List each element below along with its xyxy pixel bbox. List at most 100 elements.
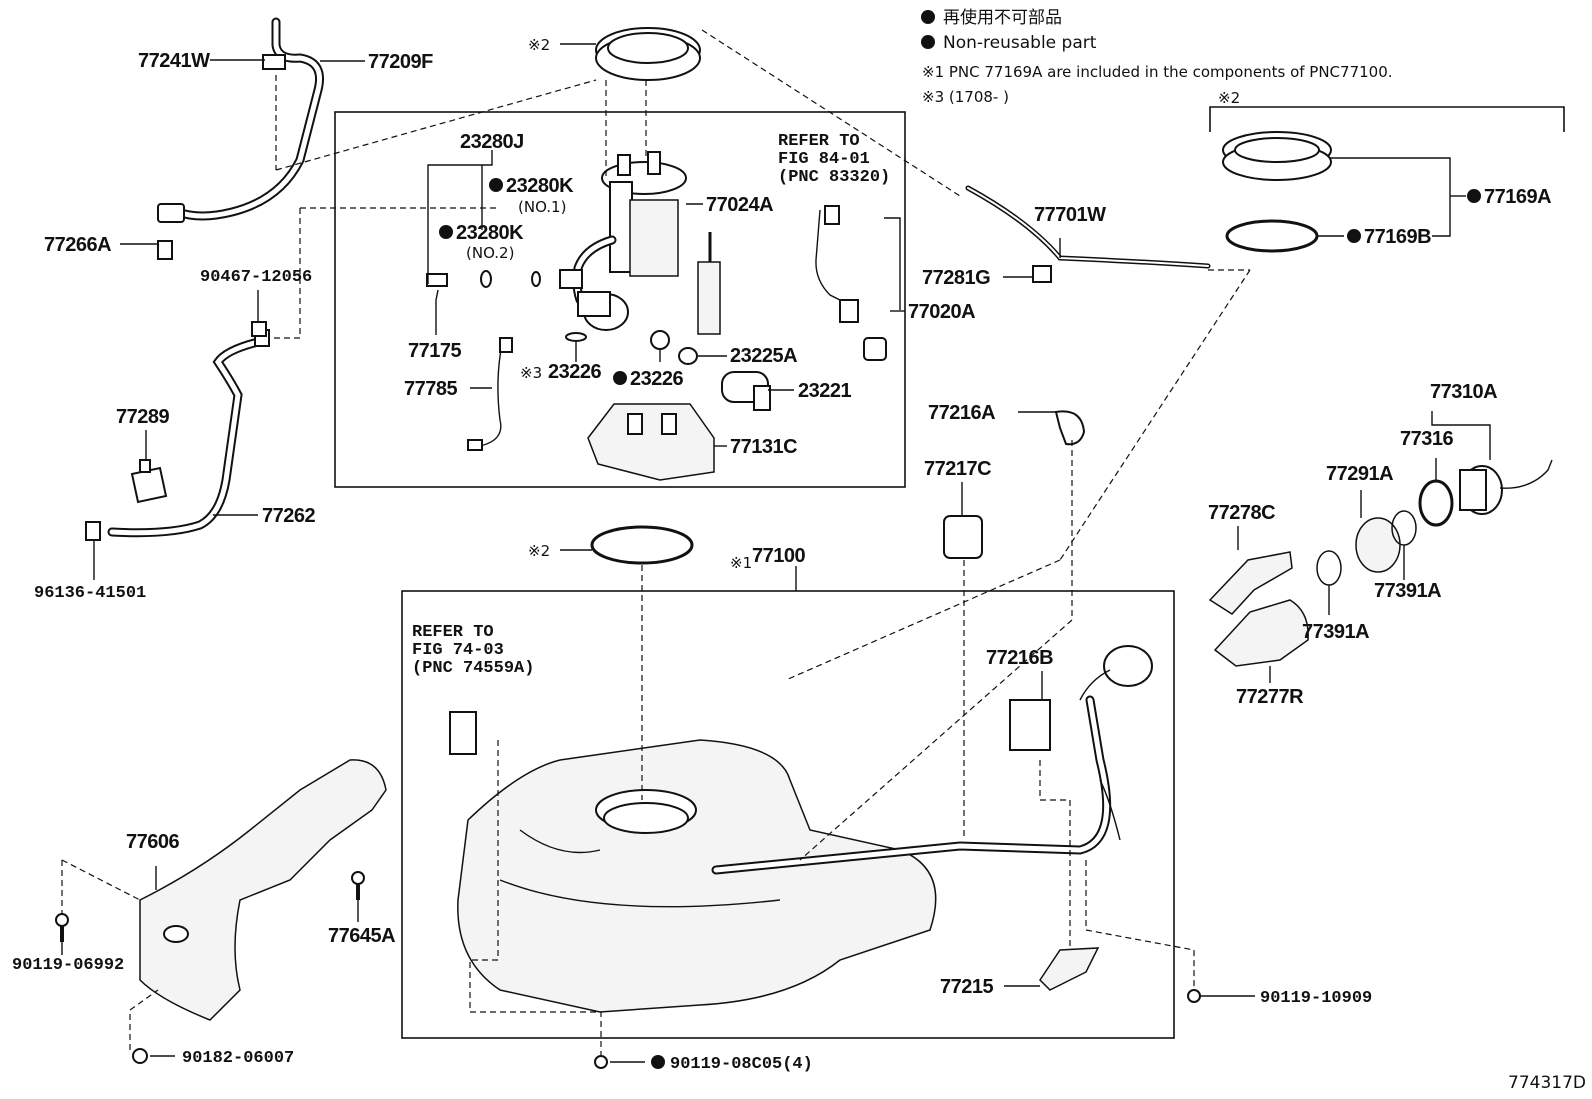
fuel-pump-group-frame <box>334 111 906 488</box>
mark-no2: (NO.2) <box>466 244 514 262</box>
mark-x1: ※1 <box>730 554 752 572</box>
fuel-level-sender-77020a <box>815 205 887 361</box>
diagram-id: 774317D <box>1508 1073 1586 1093</box>
part-77701w: 77701W <box>1034 204 1106 226</box>
fuel-tank-77100 <box>457 739 937 1013</box>
part-77277r: 77277R <box>1236 686 1304 708</box>
ref-fig74: REFER TO FIG 74-03 (PNC 74559A) <box>412 623 534 678</box>
non-reusable-dot-icon <box>921 10 935 24</box>
part-77215: 77215 <box>940 976 993 998</box>
clip-77266a <box>157 240 173 260</box>
protector-77606 <box>139 759 387 1021</box>
part-77262: 77262 <box>262 505 315 527</box>
label-sheet <box>449 711 477 755</box>
filler-pipe <box>711 645 1153 875</box>
mark-no1: (NO.1) <box>518 198 566 216</box>
mark-x3: ※3 <box>520 364 542 382</box>
bolt-90119-10909 <box>1187 989 1201 1003</box>
ref-fig74-line2: FIG 74-03 <box>412 641 504 660</box>
bolt-90119-08c05 <box>594 1055 608 1069</box>
legend: 再使用不可部品 Non-reusable part ※1 PNC 77169A … <box>921 7 1393 106</box>
bolt-77645a <box>351 871 365 900</box>
bracket-77215 <box>1039 947 1100 991</box>
part-90467-12056: 90467-12056 <box>200 268 312 287</box>
dashed-guides <box>61 29 1251 1055</box>
lock-ring-77169a <box>1222 131 1332 181</box>
part-90119-08c05: 90119-08C05(4) <box>670 1055 813 1074</box>
gasket-77169b <box>1225 219 1319 253</box>
mark-x2-top: ※2 <box>528 36 550 54</box>
part-77391a-lower: 77391A <box>1302 621 1369 643</box>
legend-en-label: Non-reusable part <box>943 33 1097 53</box>
part-23226-x3: 23226 <box>548 361 601 383</box>
tube-77701w <box>965 185 1211 283</box>
part-77241w: 77241W <box>138 50 210 72</box>
legend-note3: ※3 (1708- ) <box>922 88 1009 106</box>
clip-90467 <box>251 321 267 337</box>
fuel-pump-assembly <box>601 151 687 277</box>
part-90182-06007: 90182-06007 <box>182 1049 294 1068</box>
ref-fig74-line3: (PNC 74559A) <box>412 659 534 678</box>
mark-x2-mid: ※2 <box>528 542 550 560</box>
non-reusable-markers <box>439 178 1481 1069</box>
vent-hose-77209f <box>157 17 324 223</box>
part-77289: 77289 <box>116 406 169 428</box>
seal-77391a-lower <box>1316 550 1342 586</box>
x2-bracket <box>1209 106 1565 132</box>
part-77606: 77606 <box>126 831 179 853</box>
filter-23221 <box>721 371 771 411</box>
clamp-77217c <box>943 515 983 559</box>
bolt-90119-06992 <box>55 913 69 942</box>
part-77169b: 77169B <box>1364 226 1431 248</box>
part-77278c: 77278C <box>1208 502 1275 524</box>
leader-lines <box>61 43 1491 1063</box>
filler-neck-77291a <box>1355 517 1401 573</box>
fuel-cap-77310a <box>1459 459 1553 515</box>
part-90119-10909: 90119-10909 <box>1260 989 1372 1008</box>
legend-note1: ※1 PNC 77169A are included in the compon… <box>922 63 1393 81</box>
part-77020a: 77020A <box>908 301 975 323</box>
part-77291a: 77291A <box>1326 463 1393 485</box>
part-77131c: 77131C <box>730 436 797 458</box>
part-96136-41501: 96136-41501 <box>34 584 146 603</box>
part-23225a: 23225A <box>730 345 797 367</box>
protector-77277r <box>1213 599 1309 667</box>
lock-ring-top <box>595 27 701 81</box>
non-reusable-dot-icon <box>921 35 935 49</box>
vapor-hose-77262 <box>85 329 270 541</box>
ref-fig74-line1: REFER TO <box>412 623 494 642</box>
part-77169a: 77169A <box>1484 186 1551 208</box>
part-23221: 23221 <box>798 380 851 402</box>
part-77216a: 77216A <box>928 402 995 424</box>
ref-fig84: REFER TO FIG 84-01 (PNC 83320) <box>778 132 890 187</box>
mark-x2-right: ※2 <box>1218 89 1240 107</box>
clamp-77216a <box>1054 410 1086 446</box>
part-77209f: 77209F <box>368 51 433 73</box>
protector-77278c <box>1208 551 1293 615</box>
part-77391a-upper: 77391A <box>1374 580 1441 602</box>
part-77281g: 77281G <box>922 267 990 289</box>
bracket-77289 <box>130 459 168 504</box>
part-77100: 77100 <box>752 545 805 567</box>
harness-77785 <box>467 337 513 451</box>
pump-bracket-77131c <box>587 403 715 481</box>
ref-fig84-line2: FIG 84-01 <box>778 150 870 169</box>
part-77024a: 77024A <box>706 194 773 216</box>
part-77217c: 77217C <box>924 458 991 480</box>
ref-fig84-line1: REFER TO <box>778 132 860 151</box>
part-77645a: 77645A <box>328 925 395 947</box>
bolt-90182-06007 <box>132 1048 148 1064</box>
part-23226: 23226 <box>630 368 683 390</box>
ref-fig84-line3: (PNC 83320) <box>778 168 890 187</box>
part-23280j: 23280J <box>460 131 524 153</box>
part-77785: 77785 <box>404 378 457 400</box>
gasket-x2 <box>590 525 694 565</box>
gasket-77316 <box>1418 479 1454 527</box>
legend-jp-label: 再使用不可部品 <box>943 7 1062 28</box>
pressure-regulator <box>559 235 629 331</box>
part-labels: 77241W 77209F 77266A 90467-12056 77289 7… <box>12 50 1552 1074</box>
part-23280k-no2: 23280K <box>456 222 524 244</box>
part-23280k-no1: 23280K <box>506 175 574 197</box>
